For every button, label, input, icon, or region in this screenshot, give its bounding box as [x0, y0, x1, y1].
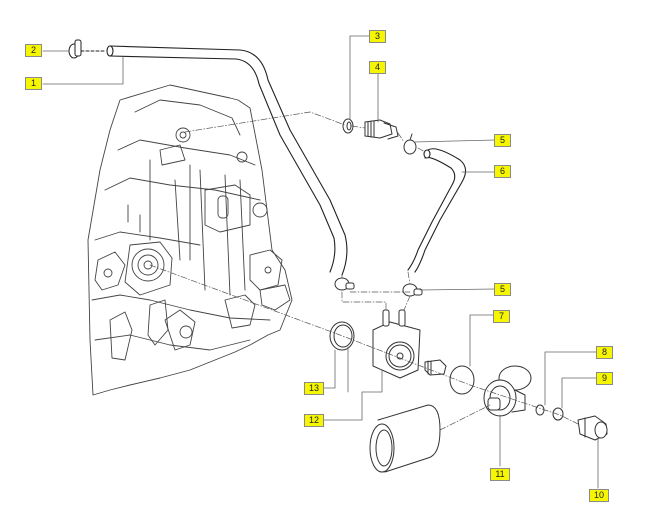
- leader-lines: [42, 35, 599, 489]
- clamp-5-lower-left: [334, 277, 355, 291]
- callout-4[interactable]: 4: [369, 61, 386, 74]
- threaded-nipple: [424, 359, 447, 376]
- clamp-5-lower-right: [402, 283, 423, 297]
- callout-8[interactable]: 8: [596, 346, 613, 359]
- washer-3: [342, 118, 354, 134]
- ring-8: [535, 404, 545, 416]
- callout-2[interactable]: 2: [25, 44, 42, 57]
- callout-3[interactable]: 3: [369, 30, 386, 43]
- assembly-lines: [149, 111, 581, 431]
- seal-13: [329, 321, 355, 351]
- bolt-10: [577, 415, 608, 441]
- callout-13[interactable]: 13: [304, 382, 324, 395]
- oil-cooler-12: [372, 309, 421, 379]
- oil-filter: [369, 404, 441, 473]
- clamp-5-upper: [403, 133, 417, 155]
- clamp-2: [68, 39, 105, 59]
- callout-5-upper[interactable]: 5: [494, 134, 511, 147]
- callout-5-lower[interactable]: 5: [494, 283, 511, 296]
- hose-1: [106, 45, 348, 276]
- hose-6: [407, 148, 467, 273]
- engine-block: [87, 84, 293, 396]
- adapter-11: [483, 365, 532, 417]
- callout-6[interactable]: 6: [494, 165, 511, 178]
- o-ring-7: [449, 365, 475, 395]
- callout-7[interactable]: 7: [493, 310, 510, 323]
- ring-9: [552, 407, 564, 421]
- callout-11[interactable]: 11: [490, 468, 510, 481]
- fitting-4: [364, 119, 399, 140]
- callout-1[interactable]: 1: [25, 77, 42, 90]
- callout-12[interactable]: 12: [304, 414, 324, 427]
- callout-10[interactable]: 10: [589, 489, 609, 502]
- callout-9[interactable]: 9: [596, 372, 613, 385]
